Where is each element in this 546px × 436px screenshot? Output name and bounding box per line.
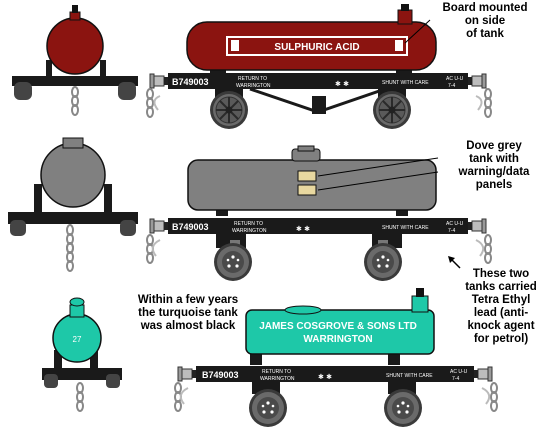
code-text-2: 7-4 — [452, 376, 459, 382]
tetra-arrow — [448, 256, 461, 269]
shunt-text: SHUNT WITH CARE — [382, 80, 429, 86]
wheel — [209, 90, 249, 130]
wheel — [249, 389, 287, 427]
dove-grey-line: Dove grey — [466, 140, 522, 152]
code-text-1: AC U-U — [450, 369, 468, 375]
code-text-1: AC U-U — [446, 221, 464, 227]
tetra-line: lead (anti- — [473, 307, 529, 319]
board-note-line: of tank — [466, 28, 504, 40]
grey-end-tank — [40, 142, 106, 208]
board-note-line: on side — [464, 15, 506, 27]
tetra-note: These two tanks carried Tetra Ethyl lead… — [456, 268, 546, 346]
tank-label-line1: JAMES COSGROVE & SONS LTD — [259, 321, 417, 332]
solebar — [168, 218, 468, 234]
data-panel — [297, 184, 317, 196]
tetra-line: knock agent — [467, 320, 535, 332]
turquoise-line: Within a few years — [137, 294, 239, 306]
tetra-line: for petrol) — [473, 333, 529, 345]
return-text-1: RETURN TO — [234, 221, 263, 227]
return-text-1: RETURN TO — [238, 76, 267, 82]
wagon-number: B749003 — [202, 370, 239, 380]
dove-grey-line: panels — [475, 179, 513, 191]
tank-board — [226, 36, 408, 56]
code-text-2: 7-4 — [448, 228, 455, 234]
svg-text:✱ ✱: ✱ ✱ — [296, 225, 310, 233]
turquoise-end-view: 27 — [42, 297, 122, 412]
wagon-number: B749003 — [172, 222, 209, 232]
shunt-text: SHUNT WITH CARE — [382, 225, 429, 231]
turquoise-line: was almost black — [140, 320, 236, 332]
turquoise-note: Within a few years the turquoise tank wa… — [128, 294, 248, 333]
tetra-line: tanks carried — [465, 281, 537, 293]
return-text-2: WARRINGTON — [260, 376, 295, 382]
shunt-text: SHUNT WITH CARE — [386, 373, 433, 379]
tetra-line: These two — [472, 268, 530, 280]
coupling — [490, 382, 498, 412]
wagon-number: B749003 — [172, 77, 209, 87]
svg-text:✱ ✱: ✱ ✱ — [318, 373, 332, 381]
coupling — [484, 88, 492, 118]
warning-panel — [297, 170, 317, 182]
return-text-2: WARRINGTON — [232, 228, 267, 234]
turquoise-side-view: JAMES COSGROVE & SONS LTD WARRINGTON B74… — [174, 288, 498, 427]
turquoise-tank — [245, 309, 435, 355]
return-text-1: RETURN TO — [262, 369, 291, 375]
red-end-view — [12, 5, 138, 116]
dove-grey-line: tank with — [469, 153, 519, 165]
red-side-view: SULPHURIC ACID B749003 RETURN TO WARRING… — [146, 4, 492, 130]
tank-label: SULPHURIC ACID — [274, 42, 359, 53]
wheel — [384, 389, 422, 427]
return-text-2: WARRINGTON — [236, 83, 271, 89]
board-note: Board mounted on side of tank — [430, 2, 540, 41]
grey-end-view — [8, 137, 138, 272]
code-text-1: AC U-U — [446, 76, 464, 82]
wheel — [372, 90, 412, 130]
red-end-tank — [46, 17, 104, 75]
grey-side-view: B749003 RETURN TO WARRINGTON SHUNT WITH … — [146, 145, 492, 281]
wheel — [364, 243, 402, 281]
code-text-2: 7-4 — [448, 83, 455, 89]
end-number: 27 — [73, 335, 82, 344]
svg-text:✱ ✱: ✱ ✱ — [335, 80, 349, 88]
solebar — [168, 73, 468, 89]
turquoise-line: the turquoise tank — [138, 307, 238, 319]
coupling — [484, 234, 492, 264]
solebar — [196, 366, 474, 382]
board-note-line: Board mounted — [442, 2, 528, 14]
board-pointer — [404, 19, 431, 44]
dove-grey-note: Dove grey tank with warning/data panels — [446, 140, 542, 192]
tetra-line: Tetra Ethyl — [471, 294, 531, 306]
coupling — [146, 88, 154, 118]
dove-grey-line: warning/data — [458, 166, 530, 178]
wheel — [214, 243, 252, 281]
tank-label-line2: WARRINGTON — [303, 334, 372, 345]
